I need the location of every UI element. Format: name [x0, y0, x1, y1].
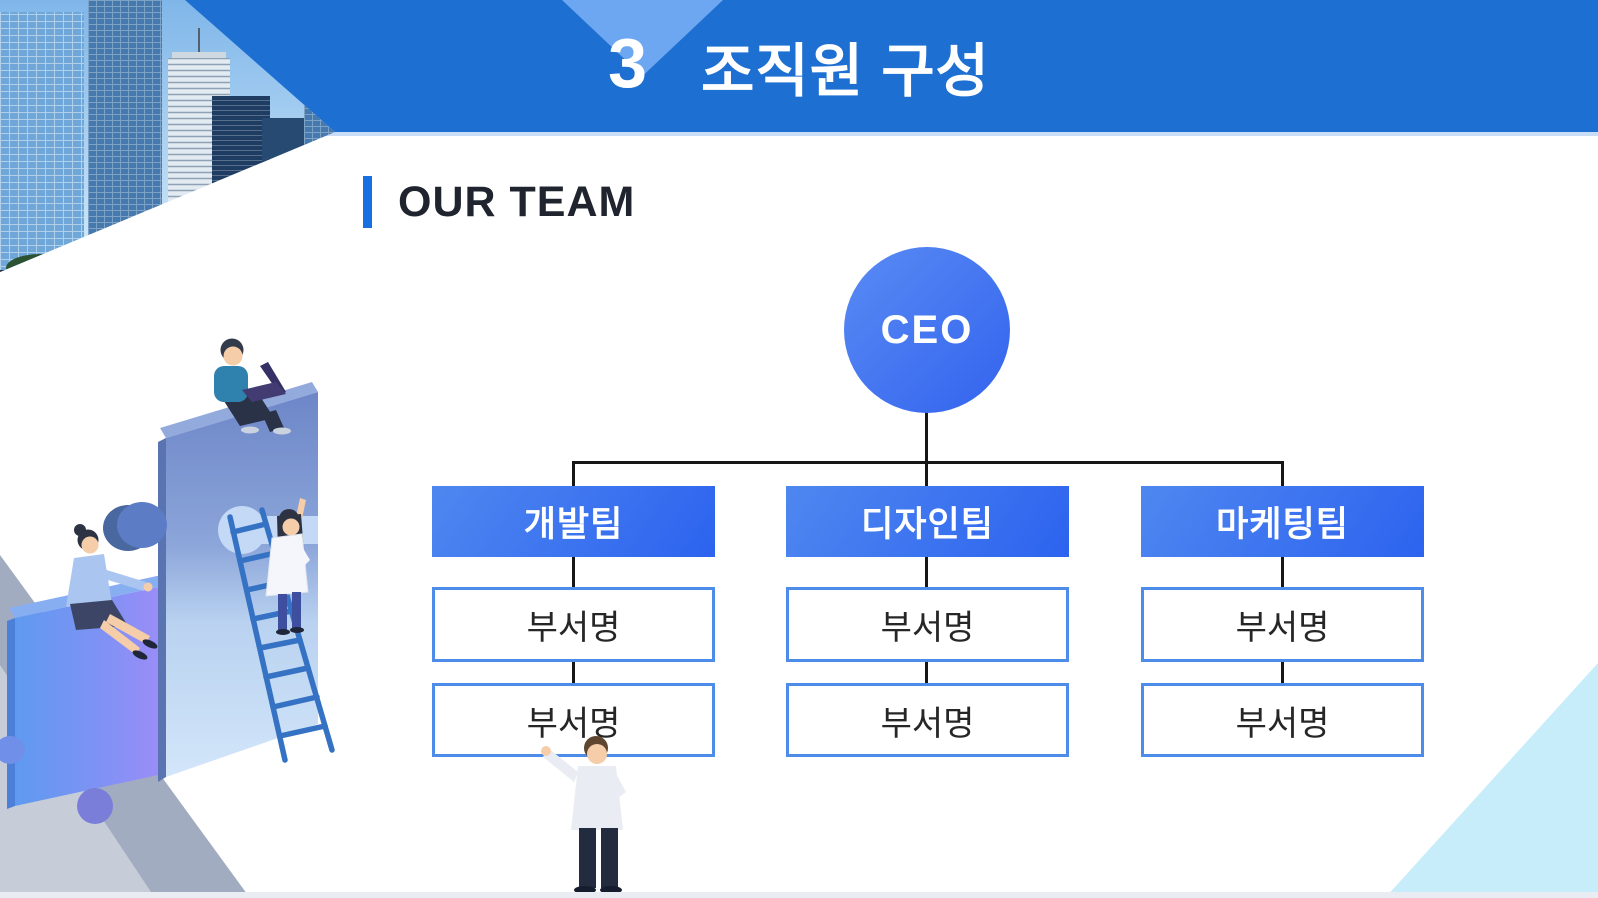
- connector-dev-dept1: [572, 557, 575, 587]
- team-box-dev: 개발팀: [432, 486, 715, 557]
- team-box-marketing: 마케팅팀: [1141, 486, 1424, 557]
- footer-strip: [0, 892, 1598, 898]
- connector-drop-design: [925, 461, 928, 488]
- person-sitting: [66, 524, 158, 660]
- person-on-ladder: [265, 498, 310, 635]
- header-underline: [0, 132, 1598, 136]
- connector-drop-dev: [572, 461, 575, 488]
- team-box-design: 디자인팀: [786, 486, 1069, 557]
- person-standing: [541, 736, 626, 894]
- subtitle-accent-bar: [363, 176, 372, 228]
- connector-drop-marketing: [1281, 461, 1284, 488]
- dept-box-dev-2: 부서명: [432, 683, 715, 757]
- teamwork-illustration: [0, 330, 660, 898]
- dept-box-design-2: 부서명: [786, 683, 1069, 757]
- connector-ceo: [925, 410, 928, 461]
- dept-box-marketing-2: 부서명: [1141, 683, 1424, 757]
- connector-design-dept1: [925, 557, 928, 587]
- connector-marketing-dept1: [1281, 557, 1284, 587]
- connector-dev-dept2: [572, 662, 575, 683]
- subtitle-block: OUR TEAM: [363, 176, 635, 228]
- org-node-ceo: CEO: [844, 247, 1010, 413]
- subtitle-label: OUR TEAM: [398, 177, 636, 226]
- connector-horizontal: [572, 461, 1284, 464]
- header-content: 3 조직원 구성: [0, 0, 1598, 132]
- dept-box-dev-1: 부서명: [432, 587, 715, 662]
- section-number: 3: [608, 24, 647, 102]
- page-title: 조직원 구성: [701, 39, 990, 104]
- connector-design-dept2: [925, 662, 928, 683]
- dept-box-marketing-1: 부서명: [1141, 587, 1424, 662]
- person-laptop: [214, 338, 291, 435]
- dept-box-design-1: 부서명: [786, 587, 1069, 662]
- connector-marketing-dept2: [1281, 662, 1284, 683]
